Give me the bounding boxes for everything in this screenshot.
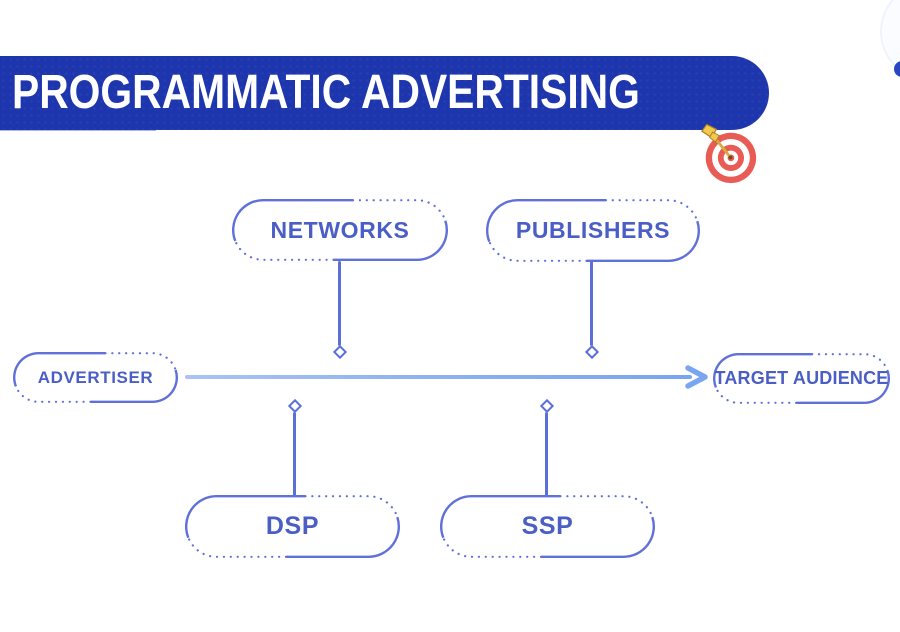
connector-dsp <box>293 412 296 496</box>
node-target-audience: TARGET AUDIENCE <box>713 353 890 404</box>
node-advertiser: ADVERTISER <box>13 352 178 403</box>
connector-endpoint-diamond-ssp <box>539 398 555 414</box>
node-networks: NETWORKS <box>232 199 448 261</box>
connector-publishers <box>590 261 593 346</box>
connector-networks <box>338 261 341 346</box>
node-target-audience-label: TARGET AUDIENCE <box>714 368 889 388</box>
node-ssp-label: SSP <box>521 512 574 540</box>
main-flow-arrow-line <box>185 375 692 379</box>
connector-ssp <box>545 412 548 496</box>
page-title: PROGRAMMATIC ADVERTISING <box>12 66 640 119</box>
connector-endpoint-diamond-publishers <box>584 344 600 360</box>
edge-blue-dot-decoration <box>894 61 900 77</box>
main-flow-arrow-head <box>685 365 708 389</box>
connector-endpoint-diamond-dsp <box>287 398 303 414</box>
connector-endpoint-diamond-networks <box>332 344 348 360</box>
node-dsp-label: DSP <box>265 512 320 540</box>
node-dsp: DSP <box>185 495 400 558</box>
node-publishers-label: PUBLISHERS <box>515 217 671 243</box>
node-publishers: PUBLISHERS <box>486 199 700 262</box>
node-networks-label: NETWORKS <box>270 216 410 243</box>
node-ssp: SSP <box>440 495 655 558</box>
header-banner: PROGRAMMATIC ADVERTISING <box>0 56 769 184</box>
node-advertiser-label: ADVERTISER <box>37 367 154 387</box>
dartboard-target-icon <box>701 123 757 184</box>
